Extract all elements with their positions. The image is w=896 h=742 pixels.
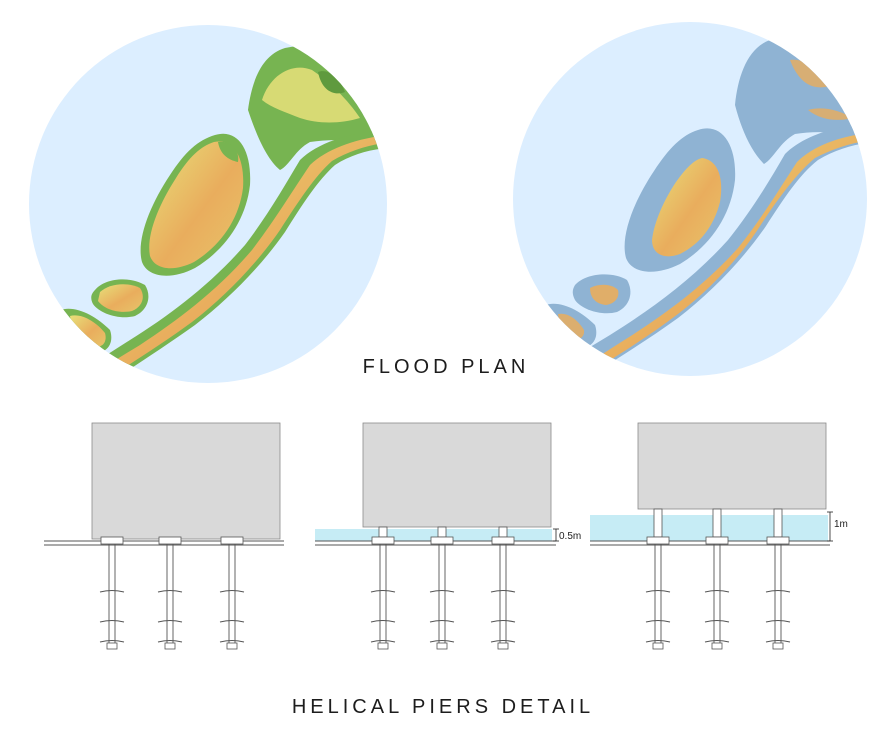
flood-plan-title: FLOOD PLAN bbox=[362, 356, 530, 378]
helical-pier bbox=[99, 536, 125, 650]
helical-pier bbox=[429, 526, 455, 650]
pier-detail-dry bbox=[44, 422, 284, 546]
helical-pier bbox=[704, 508, 730, 650]
building-block bbox=[362, 422, 552, 528]
helical-pier bbox=[370, 526, 396, 650]
dimension-marker: 1m bbox=[827, 511, 848, 542]
helical-pier bbox=[157, 536, 183, 650]
flood-map-current bbox=[29, 25, 387, 383]
water-level-label: 0.5m bbox=[559, 531, 581, 542]
pier-detail-one-metre: 1m bbox=[590, 422, 848, 546]
pier-detail-half-metre: 0.5m bbox=[315, 422, 581, 546]
helical-pier bbox=[490, 526, 516, 650]
building-block bbox=[637, 422, 827, 510]
water-level-label: 1m bbox=[834, 519, 848, 530]
building-block bbox=[91, 422, 281, 540]
flood-map-flooded bbox=[513, 22, 867, 376]
dimension-marker: 0.5m bbox=[553, 528, 581, 542]
helical-pier bbox=[645, 508, 671, 650]
helical-pier bbox=[219, 536, 245, 650]
helical-piers bbox=[99, 508, 791, 650]
helical-piers-title: HELICAL PIERS DETAIL bbox=[291, 696, 595, 718]
helical-pier bbox=[765, 508, 791, 650]
